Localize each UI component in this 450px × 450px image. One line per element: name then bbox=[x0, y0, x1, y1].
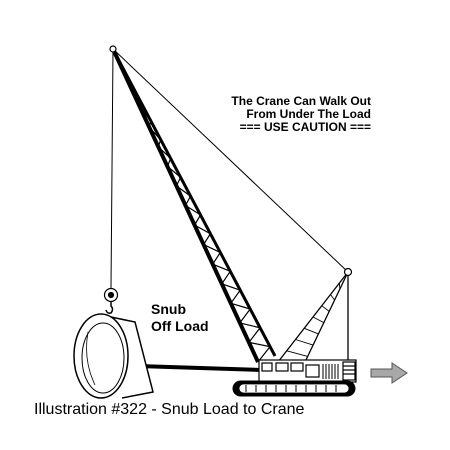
snub-line-2: Off Load bbox=[151, 318, 209, 334]
mast-lacing bbox=[286, 283, 341, 357]
hoist-line bbox=[110, 48, 114, 289]
lattice-boom bbox=[111, 48, 277, 363]
direction-arrow bbox=[370, 362, 408, 384]
cylindrical-load bbox=[73, 313, 154, 399]
boom-tip-sheave bbox=[109, 45, 117, 53]
crawler-tracks bbox=[232, 380, 356, 397]
caution-line-1: The Crane Can Walk Out bbox=[231, 94, 371, 108]
caution-note: The Crane Can Walk Out From Under The Lo… bbox=[231, 95, 371, 134]
caution-line-3: === USE CAUTION === bbox=[239, 120, 371, 134]
caution-line-2: From Under The Load bbox=[246, 107, 371, 121]
crane-mast bbox=[277, 267, 353, 363]
figure-caption: Illustration #322 - Snub Load to Crane bbox=[34, 401, 305, 418]
hook-block bbox=[103, 287, 119, 314]
crane-cab bbox=[258, 359, 357, 383]
pendant-line bbox=[112, 48, 349, 273]
mast-sheave bbox=[343, 267, 353, 277]
boom-lacing bbox=[112, 48, 272, 363]
snub-line-1: Snub bbox=[151, 301, 186, 317]
snub-label: Snub Off Load bbox=[151, 301, 209, 335]
